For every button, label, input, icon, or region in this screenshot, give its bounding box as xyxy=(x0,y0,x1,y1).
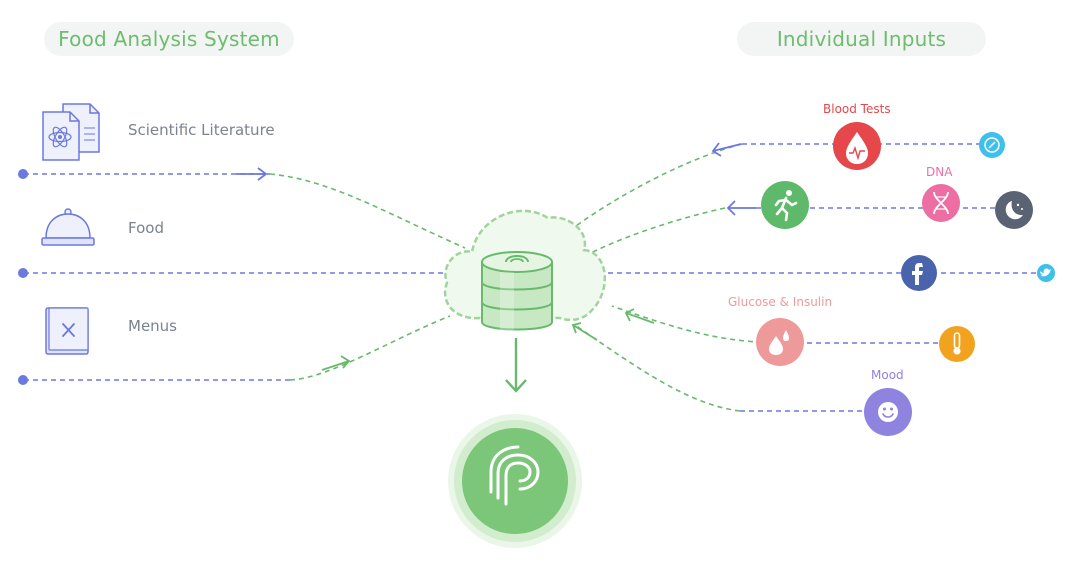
literature-green-curve xyxy=(269,173,466,249)
blood-tests-icon xyxy=(833,122,881,170)
watch-icon xyxy=(979,132,1005,158)
thermometer-icon xyxy=(939,326,975,362)
input-label-glucose-insulin: Glucose & Insulin xyxy=(728,295,833,309)
output-arrow xyxy=(505,338,527,393)
literature-flow-dot xyxy=(18,169,28,179)
facebook-icon xyxy=(901,255,937,291)
source-label-food: Food xyxy=(128,219,164,237)
moon-stars-icon xyxy=(995,191,1033,229)
input-label-dna: DNA xyxy=(926,165,953,179)
menus-green-curve xyxy=(289,315,451,381)
menus-arrow xyxy=(321,355,351,371)
source-flow-lines xyxy=(18,167,466,385)
menu-book-icon xyxy=(45,307,89,355)
cloud-database-icon xyxy=(443,209,606,331)
input-label-blood-tests: Blood Tests xyxy=(823,102,891,116)
menus-flow-dot xyxy=(18,375,28,385)
individual-inputs-header: Individual Inputs xyxy=(737,22,986,56)
food-flow-dot xyxy=(18,268,28,278)
dna-helix-icon xyxy=(922,184,960,222)
smiley-icon xyxy=(864,388,912,436)
twitter-icon xyxy=(1037,264,1055,282)
literature-arrow xyxy=(236,167,268,181)
input-flow-lines xyxy=(554,142,1046,412)
food-analysis-header: Food Analysis System xyxy=(44,22,294,56)
input-label-mood: Mood xyxy=(871,368,904,382)
source-label-menus: Menus xyxy=(128,317,177,335)
glucose-drops-icon xyxy=(756,318,804,366)
food-cloche-icon xyxy=(41,208,95,246)
running-person-icon xyxy=(761,181,809,229)
document-atom-icon xyxy=(42,103,100,161)
source-label-scientific-literature: Scientific Literature xyxy=(128,121,275,139)
output-logo-icon xyxy=(448,414,582,548)
